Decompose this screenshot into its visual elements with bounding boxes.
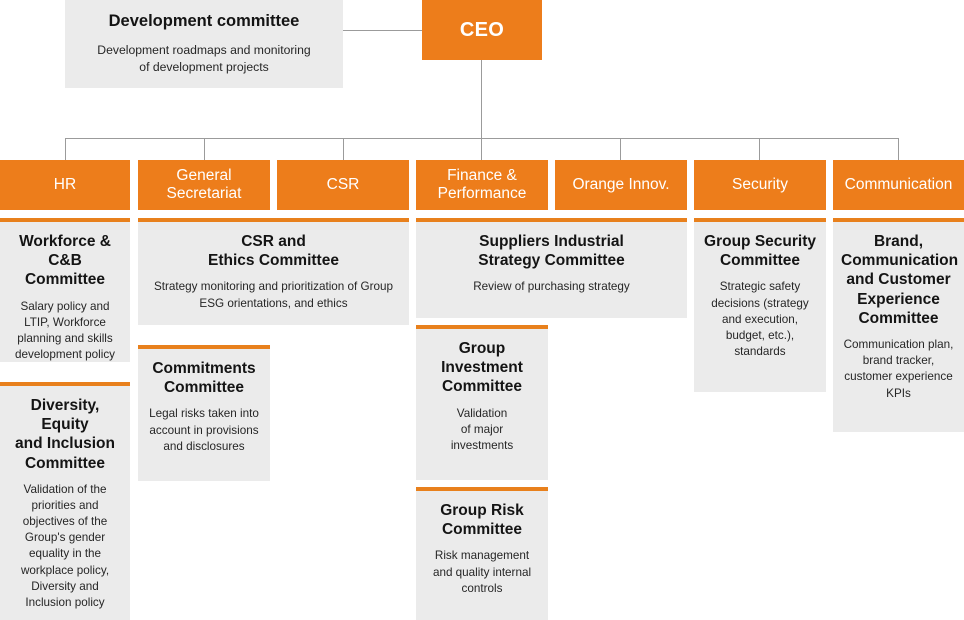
committee-card-csr-ethics[interactable]: CSR and Ethics Committee Strategy monito… xyxy=(138,218,409,325)
connector-drop-csr xyxy=(343,138,344,160)
development-committee-description: Development roadmaps and monitoring of d… xyxy=(97,42,311,74)
development-committee-card[interactable]: Development committee Development roadma… xyxy=(65,0,343,88)
committee-title-group-security: Group Security Committee xyxy=(704,233,816,270)
department-header-hr[interactable]: HR xyxy=(0,160,130,210)
committee-card-diversity-equity-inclusion[interactable]: Diversity, Equity and Inclusion Committe… xyxy=(0,382,130,620)
department-header-communication[interactable]: Communication xyxy=(833,160,964,210)
department-header-general-secretariat[interactable]: General Secretariat xyxy=(138,160,270,210)
connector-drop-communication xyxy=(898,138,899,160)
committee-description-workforce-cb: Salary policy and LTIP, Workforce planni… xyxy=(14,299,116,362)
connector-ceo-drop xyxy=(481,60,482,138)
committee-description-group-security: Strategic safety decisions (strategy and… xyxy=(711,280,809,358)
committee-title-commitments: Commitments Committee xyxy=(152,360,256,397)
committee-card-workforce-cb[interactable]: Workforce & C&B Committee Salary policy … xyxy=(0,218,130,362)
committee-description-suppliers-industrial-strategy: Review of purchasing strategy xyxy=(473,280,630,294)
committee-description-group-investment: Validation of major investments xyxy=(450,406,514,452)
department-label-hr: HR xyxy=(53,176,77,194)
committee-card-suppliers-industrial-strategy[interactable]: Suppliers Industrial Strategy Committee … xyxy=(416,218,687,318)
committee-card-group-security[interactable]: Group Security Committee Strategic safet… xyxy=(694,218,826,392)
department-header-csr[interactable]: CSR xyxy=(277,160,409,210)
committee-description-csr-ethics: Strategy monitoring and prioritization o… xyxy=(153,280,394,310)
development-committee-title: Development committee xyxy=(108,12,300,30)
department-header-security[interactable]: Security xyxy=(694,160,826,210)
connector-drop-finance-performance xyxy=(481,138,482,160)
committee-description-diversity-equity-inclusion: Validation of the priorities and objecti… xyxy=(20,482,110,609)
committee-card-group-investment[interactable]: Group Investment Committee Validation of… xyxy=(416,325,548,480)
department-label-general-secretariat: General Secretariat xyxy=(166,167,242,202)
connector-drop-general-secretariat xyxy=(204,138,205,160)
department-header-finance-performance[interactable]: Finance & Performance xyxy=(416,160,548,210)
connector-drop-orange-innov xyxy=(620,138,621,160)
committee-title-suppliers-industrial-strategy: Suppliers Industrial Strategy Committee xyxy=(478,233,625,270)
ceo-node[interactable]: CEO xyxy=(422,0,542,60)
committee-title-diversity-equity-inclusion: Diversity, Equity and Inclusion Committe… xyxy=(15,397,115,472)
department-label-finance-performance: Finance & Performance xyxy=(437,167,527,202)
committee-title-brand-communication-cx: Brand, Communication and Customer Experi… xyxy=(841,233,959,327)
committee-title-workforce-cb: Workforce & C&B Committee xyxy=(19,233,111,289)
committee-card-commitments[interactable]: Commitments Committee Legal risks taken … xyxy=(138,345,270,481)
committee-description-brand-communication-cx: Communication plan, brand tracker, custo… xyxy=(843,338,954,400)
department-label-communication: Communication xyxy=(844,176,953,194)
committee-title-csr-ethics: CSR and Ethics Committee xyxy=(208,233,339,270)
committee-description-commitments: Legal risks taken into account in provis… xyxy=(149,407,259,453)
department-header-orange-innov[interactable]: Orange Innov. xyxy=(555,160,687,210)
committee-description-group-risk: Risk management and quality internal con… xyxy=(432,549,532,595)
department-label-orange-innov: Orange Innov. xyxy=(572,176,670,194)
committee-card-brand-communication-cx[interactable]: Brand, Communication and Customer Experi… xyxy=(833,218,964,432)
connector-drop-security xyxy=(759,138,760,160)
connector-drop-hr xyxy=(65,138,66,160)
committee-card-group-risk[interactable]: Group Risk Committee Risk management and… xyxy=(416,487,548,620)
department-label-security: Security xyxy=(732,176,788,194)
ceo-label: CEO xyxy=(459,18,505,41)
committee-title-group-investment: Group Investment Committee xyxy=(441,340,523,396)
department-label-csr: CSR xyxy=(326,176,360,194)
committee-title-group-risk: Group Risk Committee xyxy=(440,502,524,539)
connector-advisory-to-ceo xyxy=(343,30,422,31)
